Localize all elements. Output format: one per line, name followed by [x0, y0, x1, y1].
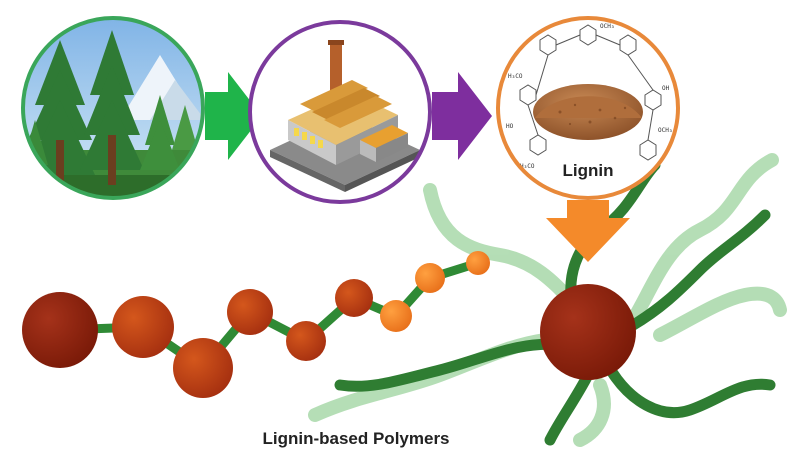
polymer-bead [227, 289, 273, 335]
svg-text:H₃CO: H₃CO [508, 73, 523, 80]
polymer-bead [466, 251, 490, 275]
linear-polymer-beads [22, 251, 490, 398]
factory-icon [248, 20, 432, 204]
polymer-bead [415, 263, 445, 293]
svg-text:OCH₃: OCH₃ [600, 23, 614, 30]
arrow-lignin-to-polymer [546, 200, 630, 262]
lignin-label: Lignin [563, 161, 614, 180]
svg-text:HO: HO [506, 123, 514, 130]
diagram-caption: Lignin-based Polymers [262, 429, 449, 448]
polymer-bead [335, 279, 373, 317]
forest-icon [21, 16, 205, 200]
svg-text:H₃CO: H₃CO [520, 163, 535, 170]
branched-polymer-core [540, 284, 636, 380]
svg-text:OCH₃: OCH₃ [658, 127, 672, 134]
arrow-forest-to-factory [205, 72, 262, 160]
lignin-powder-icon: OCH₃ H₃CO OH HO OCH₃ H₃CO Lignin [496, 16, 680, 200]
polymer-bead [22, 292, 98, 368]
svg-text:OH: OH [662, 85, 670, 92]
polymer-bead [112, 296, 174, 358]
polymer-bead [380, 300, 412, 332]
polymer-bead [173, 338, 233, 398]
arrow-factory-to-lignin [432, 72, 492, 160]
polymer-bead [286, 321, 326, 361]
